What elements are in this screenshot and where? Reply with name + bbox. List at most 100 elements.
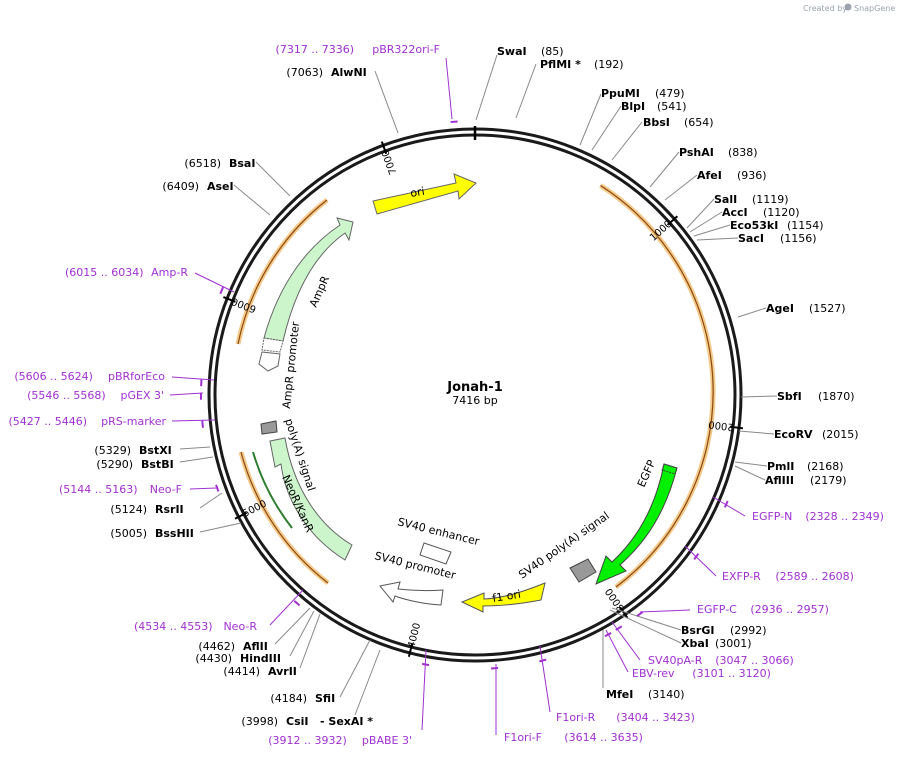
- feature-sv40-promoter[interactable]: [379, 581, 444, 606]
- enzyme-position: (85): [541, 45, 564, 58]
- enzyme-position: (1527): [809, 302, 846, 315]
- primer-label[interactable]: pRS-marker: [101, 415, 166, 428]
- primer-layer: pBR322ori-F(7317 .. 7336)EGFP-N(2328 .. …: [8, 43, 884, 747]
- primer-label[interactable]: F1ori-R: [556, 711, 596, 724]
- primer-label[interactable]: Neo-R: [223, 620, 257, 633]
- primer-leader-line: [445, 57, 453, 120]
- primer-label[interactable]: Neo-F: [150, 483, 182, 496]
- enzyme-label[interactable]: BstBI: [141, 458, 174, 471]
- enzyme-position: (2015): [822, 428, 859, 441]
- enzyme-label[interactable]: BbsI: [643, 116, 670, 129]
- primer-label[interactable]: pBR322ori-F: [372, 43, 440, 56]
- enzyme-leader-line: [649, 151, 680, 188]
- primer-label[interactable]: EXFP-R: [722, 570, 761, 583]
- enzyme-label[interactable]: BstXI: [139, 444, 172, 457]
- primer-label[interactable]: SV40pA-R: [648, 654, 703, 667]
- primer-label[interactable]: pBABE 3': [362, 734, 412, 747]
- enzyme-label[interactable]: SalI: [714, 193, 737, 206]
- feature-ori[interactable]: [372, 173, 477, 215]
- enzyme-leader-line: [515, 63, 537, 119]
- enzyme-label[interactable]: SfiI: [315, 692, 335, 705]
- feature-ampr[interactable]: [263, 217, 354, 342]
- enzyme-leader-line: [233, 184, 271, 216]
- enzyme-position: (5329): [94, 444, 131, 457]
- primer-range: (3614 .. 3635): [564, 731, 643, 744]
- primer-label[interactable]: Amp-R: [151, 266, 188, 279]
- enzyme-label[interactable]: CsiI: [286, 715, 308, 728]
- enzyme-label[interactable]: BssHII: [155, 527, 194, 540]
- tick-label: 5000: [241, 498, 269, 519]
- enzyme-position: (2168): [807, 460, 844, 473]
- enzyme-label[interactable]: Eco53kI: [730, 219, 778, 232]
- primer-range: (5144 .. 5163): [59, 483, 138, 496]
- feature-label-egfp: EGFP: [635, 458, 659, 490]
- enzyme-leader-line: [179, 456, 214, 463]
- enzyme-label[interactable]: AgeI: [766, 302, 794, 315]
- primer-leader-line: [712, 496, 746, 517]
- primer-range: (4534 .. 4553): [134, 620, 213, 633]
- enzyme-label[interactable]: AseI: [207, 180, 234, 193]
- enzyme-leader-line: [199, 492, 223, 509]
- enzyme-position: (5124): [110, 503, 147, 516]
- enzyme-label[interactable]: RsrII: [155, 503, 184, 516]
- enzyme-label[interactable]: PflMI *: [540, 58, 581, 71]
- enzyme-position: (6518): [184, 157, 221, 170]
- enzyme-label[interactable]: BlpI: [621, 100, 645, 113]
- enzyme-label[interactable]: PshAI: [679, 146, 714, 159]
- enzyme-leader-line: [693, 224, 731, 237]
- feature-sv40-polya[interactable]: [569, 558, 597, 583]
- enzyme-leader-line: [179, 446, 211, 450]
- primer-label[interactable]: F1ori-F: [504, 731, 542, 744]
- enzyme-leader-line: [289, 610, 315, 657]
- enzyme-leader-line: [740, 395, 778, 398]
- enzyme-label[interactable]: HindIII: [240, 652, 281, 665]
- tick-label: 2000: [708, 418, 735, 432]
- enzyme-label-secondary[interactable]: - SexAI *: [320, 715, 373, 728]
- enzyme-label[interactable]: XbaI: [681, 637, 709, 650]
- enzyme-leader-line: [354, 649, 381, 716]
- enzyme-position: (936): [737, 169, 767, 182]
- enzyme-label[interactable]: BsrGI: [681, 624, 714, 637]
- feature-sv40-enhancer[interactable]: [419, 542, 452, 565]
- primer-range: (2936 .. 2957): [750, 603, 829, 616]
- enzyme-leader-line: [591, 105, 622, 151]
- feature-neor-kanr[interactable]: [269, 437, 353, 561]
- feature-egfp[interactable]: [595, 463, 678, 585]
- feature-polya-signal[interactable]: [260, 420, 278, 435]
- enzyme-label[interactable]: AvrII: [268, 665, 297, 678]
- feature-label-f1-ori: f1 ori: [491, 588, 521, 605]
- enzyme-label[interactable]: AlwNI: [331, 66, 367, 79]
- enzyme-label[interactable]: SwaI: [497, 45, 527, 58]
- primer-range: (2328 .. 2349): [805, 510, 884, 523]
- feature-f1-ori[interactable]: [460, 582, 546, 613]
- primer-site-mark: [421, 662, 430, 667]
- enzyme-label[interactable]: SacI: [738, 232, 764, 245]
- primer-label[interactable]: EGFP-N: [752, 510, 792, 523]
- feature-ampr-promoter[interactable]: [258, 351, 281, 372]
- enzyme-label[interactable]: AccI: [722, 206, 748, 219]
- enzyme-label[interactable]: PmlI: [767, 460, 794, 473]
- primer-site-mark: [539, 658, 547, 663]
- plasmid-name: Jonah-1: [446, 380, 503, 395]
- enzyme-position: (5005): [110, 527, 147, 540]
- primer-label[interactable]: EGFP-C: [697, 603, 737, 616]
- enzyme-leader-line: [734, 461, 768, 467]
- enzyme-label[interactable]: PpuMI: [601, 87, 640, 100]
- enzyme-leader-line: [374, 70, 399, 134]
- enzyme-label[interactable]: EcoRV: [774, 428, 813, 441]
- primer-leader-line: [605, 629, 629, 673]
- enzyme-label[interactable]: AflII: [243, 640, 268, 653]
- primer-label[interactable]: pGEX 3': [120, 389, 164, 402]
- enzyme-label[interactable]: BsaI: [229, 157, 255, 170]
- primer-label[interactable]: pBRforEco: [108, 370, 165, 383]
- enzyme-label[interactable]: SbfI: [777, 390, 802, 403]
- watermark-prefix: Created by: [803, 4, 847, 13]
- tick-mark: [729, 425, 744, 430]
- enzyme-label[interactable]: MfeI: [606, 688, 633, 701]
- enzyme-layer: SwaI(85)PflMI *(192)PpuMI(479)BlpI(541)B…: [94, 45, 858, 728]
- enzyme-position: (2992): [730, 624, 767, 637]
- enzyme-label[interactable]: AfeI: [697, 169, 722, 182]
- enzyme-label[interactable]: AflIII: [765, 474, 794, 487]
- primer-label[interactable]: EBV-rev: [632, 667, 675, 680]
- primer-range: (6015 .. 6034): [65, 266, 144, 279]
